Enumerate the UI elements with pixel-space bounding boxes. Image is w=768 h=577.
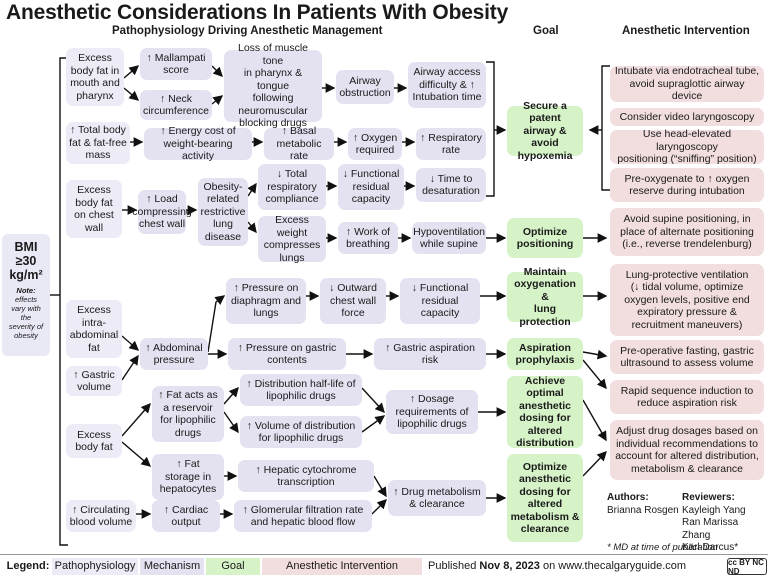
total-compliance-box: ↓ Total respiratory compliance bbox=[258, 164, 326, 210]
legend-intervention: Anesthetic Intervention bbox=[262, 558, 422, 575]
intervention-column-header: Anesthetic Intervention bbox=[622, 25, 750, 37]
intervention-video-laryngoscopy: Consider video laryngoscopy bbox=[610, 108, 764, 126]
restrictive-lung-disease-box: Obesity- related restrictive lung diseas… bbox=[198, 178, 248, 246]
authors: Authors: Brianna Rosgen bbox=[607, 492, 679, 517]
legend-pathophysiology: Pathophysiology bbox=[52, 558, 138, 575]
glomerular-filtration-box: ↑ Glomerular filtration rate and hepatic… bbox=[234, 500, 372, 532]
intervention-avoid-supine: Avoid supine positioning, in place of al… bbox=[610, 208, 764, 256]
fat-reservoir-box: ↑ Fat acts as a reservoir for lipophilic… bbox=[152, 386, 224, 442]
excess-body-fat-box: Excess body fat bbox=[66, 424, 122, 458]
goal-optimal-dosing: Achieve optimal anesthetic dosing for al… bbox=[507, 375, 583, 449]
goal-optimize-positioning: Optimize positioning bbox=[507, 218, 583, 258]
goal-column-header: Goal bbox=[533, 25, 559, 37]
goal-aspiration-prophylaxis: Aspiration prophylaxis bbox=[507, 338, 583, 370]
page-subtitle: Pathophysiology Driving Anesthetic Manag… bbox=[112, 25, 383, 37]
publication-date: Nov 8, 2023 bbox=[479, 560, 540, 572]
reviewers: Reviewers: Kayleigh Yang Ran Marissa Zha… bbox=[682, 492, 768, 555]
neck-circumference-box: ↑ Neck circumference bbox=[140, 90, 212, 120]
legend-goal: Goal bbox=[206, 558, 260, 575]
gastric-aspiration-risk-box: ↑ Gastric aspiration risk bbox=[374, 338, 486, 370]
goal-secure-airway: Secure a patent airway & avoid hypoxemia bbox=[507, 100, 583, 162]
legend-label: Legend: bbox=[6, 560, 50, 572]
basal-metabolic-box: ↑ Basal metabolic rate bbox=[264, 125, 334, 162]
intervention-adjust-dosages: Adjust drug dosages based on individual … bbox=[610, 420, 764, 480]
drug-metabolism-box: ↑ Drug metabolism & clearance bbox=[388, 480, 486, 516]
time-to-desaturation-box: ↓ Time to desaturation bbox=[416, 168, 486, 202]
intervention-rapid-sequence: Rapid sequence induction to reduce aspir… bbox=[610, 380, 764, 414]
bmi-note-text: effects vary with the severity of obesit… bbox=[8, 295, 44, 340]
cardiac-output-box: ↑ Cardiac output bbox=[152, 500, 220, 532]
functional-residual-capacity-2-box: ↓ Functional residual capacity bbox=[400, 278, 480, 324]
bmi-note: Note: effects vary with the severity of … bbox=[2, 286, 50, 340]
hepatic-cytochrome-box: ↑ Hepatic cytochrome transcription bbox=[238, 460, 374, 492]
authors-label: Authors: bbox=[607, 492, 649, 503]
load-chest-wall-box: ↑ Load compressing chest wall bbox=[132, 190, 192, 234]
pressure-gastric-contents-box: ↑ Pressure on gastric contents bbox=[228, 338, 346, 370]
authors-names: Brianna Rosgen bbox=[607, 504, 679, 516]
fat-chest-wall-box: Excess body fat on chest wall bbox=[66, 180, 122, 238]
intra-abdominal-fat-box: Excess intra- abdominal fat bbox=[66, 300, 122, 358]
airway-access-box: Airway access difficulty & ↑ Intubation … bbox=[408, 62, 486, 108]
md-footnote: * MD at time of publication bbox=[607, 542, 718, 553]
respiratory-rate-box: ↑ Respiratory rate bbox=[416, 128, 486, 160]
pressure-diaphragm-box: ↑ Pressure on diaphragm and lungs bbox=[226, 278, 306, 324]
publication-prefix: Published bbox=[428, 560, 480, 572]
muscle-tone-box: Loss of muscle tone in pharynx & tongue … bbox=[224, 42, 322, 129]
page-title: Anesthetic Considerations In Patients Wi… bbox=[6, 1, 509, 24]
bmi-box: BMI ≥30 kg/m² Note: effects vary with th… bbox=[2, 234, 50, 356]
fat-storage-hepatocytes-box: ↑ Fat storage in hepatocytes bbox=[152, 454, 224, 500]
outward-chest-force-box: ↓ Outward chest wall force bbox=[320, 278, 386, 324]
intervention-preoxygenate: Pre-oxygenate to ↑ oxygen reserve during… bbox=[610, 168, 764, 202]
goal-maintain-oxygenation: Maintain oxygenation & lung protection bbox=[507, 266, 583, 328]
bmi-note-label: Note: bbox=[16, 286, 36, 295]
hypoventilation-box: Hypoventilation while supine bbox=[412, 222, 486, 254]
abdominal-pressure-box: ↑ Abdominal pressure bbox=[140, 338, 208, 370]
intervention-fasting: Pre-operative fasting, gastric ultrasoun… bbox=[610, 340, 764, 374]
total-body-fat-box: ↑ Total body fat & fat-free mass bbox=[66, 122, 130, 164]
dosage-requirements-box: ↑ Dosage requirements of lipophilic drug… bbox=[386, 390, 478, 434]
intervention-head-elevated: Use head-elevated laryngoscopy positioni… bbox=[610, 128, 764, 165]
circulating-volume-box: ↑ Circulating blood volume bbox=[66, 500, 136, 532]
legend-mechanism: Mechanism bbox=[140, 558, 204, 575]
reviewers-label: Reviewers: bbox=[682, 492, 735, 503]
creative-commons-badge: cc BY NC ND bbox=[727, 558, 767, 576]
intervention-intubate: Intubate via endotracheal tube, avoid su… bbox=[610, 65, 764, 102]
compresses-lungs-box: Excess weight compresses lungs bbox=[258, 214, 326, 264]
mallampati-box: ↑ Mallampati score bbox=[140, 48, 212, 80]
functional-residual-capacity-box: ↓ Functional residual capacity bbox=[338, 164, 404, 210]
gastric-volume-box: ↑ Gastric volume bbox=[66, 366, 122, 396]
publication-info: Published Nov 8, 2023 on www.thecalgaryg… bbox=[428, 558, 724, 575]
work-of-breathing-box: ↑ Work of breathing bbox=[338, 222, 398, 254]
fat-mouth-pharynx-box: Excess body fat in mouth and pharynx bbox=[66, 48, 124, 106]
volume-of-distribution-box: ↑ Volume of distribution for lipophilic … bbox=[240, 416, 362, 448]
reviewers-names: Kayleigh Yang Ran Marissa Zhang Karl Dar… bbox=[682, 504, 746, 554]
oxygen-required-box: ↑ Oxygen required bbox=[348, 128, 402, 160]
airway-obstruction-box: Airway obstruction bbox=[336, 70, 394, 104]
publication-site: on www.thecalgaryguide.com bbox=[539, 560, 687, 572]
goal-optimize-metabolism: Optimize anesthetic dosing for altered m… bbox=[507, 454, 583, 542]
distribution-half-life-box: ↑ Distribution half-life of lipophilic d… bbox=[240, 374, 362, 406]
bmi-label: BMI ≥30 kg/m² bbox=[9, 240, 43, 282]
intervention-lung-protective: Lung-protective ventilation (↓ tidal vol… bbox=[610, 264, 764, 336]
legend-bar: Legend: Pathophysiology Mechanism Goal A… bbox=[0, 554, 768, 577]
energy-cost-box: ↑ Energy cost of weight-bearing activity bbox=[144, 125, 252, 162]
